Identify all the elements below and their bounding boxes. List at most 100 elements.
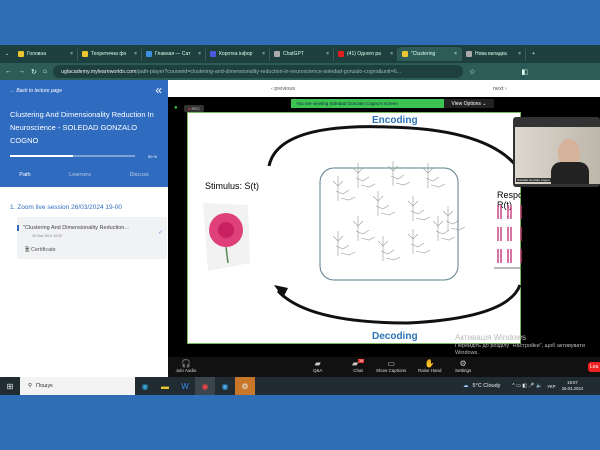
browser-tab[interactable]: Коротка інфор×: [206, 47, 270, 61]
raise-hand-button[interactable]: ✋Raise Hand: [418, 359, 442, 373]
forward-icon[interactable]: →: [18, 68, 25, 75]
tab-path[interactable]: Path: [19, 172, 31, 178]
address-bar-row: ← → ↻ ⌂ uglacademy.mylearnworlds.com/path-p…: [0, 63, 600, 80]
favicon-icon: [146, 51, 152, 57]
close-tab-icon[interactable]: ×: [70, 51, 73, 57]
weather-widget[interactable]: ☁5°C Cloudy: [463, 383, 500, 389]
view-options-button[interactable]: View Options ⌄: [444, 99, 494, 108]
time-label: time: [578, 268, 592, 275]
favicon-icon: [82, 51, 88, 57]
weather-label: 5°C Cloudy: [472, 383, 501, 389]
neuron-drawing: [442, 206, 466, 231]
encoding-label: Encoding: [372, 115, 418, 126]
watermark-text: Перейдіть до розділу "Настройки", щоб ак…: [455, 343, 585, 356]
rec-dot-icon: ●: [188, 106, 191, 111]
captions-label: Show Captions: [376, 368, 407, 373]
edge-icon[interactable]: ◉: [141, 381, 149, 391]
progress-bar: [10, 155, 135, 157]
cloud-icon: ☁: [463, 383, 469, 389]
home-icon[interactable]: ⌂: [42, 68, 48, 75]
neuron-drawing: [407, 196, 431, 221]
qa-label: Q&A: [313, 368, 323, 373]
headphones-icon: 🎧: [181, 359, 191, 368]
telegram-icon[interactable]: ◉: [221, 381, 229, 391]
captions-icon: ▭: [387, 359, 395, 368]
neuron-drawing: [332, 231, 356, 256]
spike-raster: [497, 205, 522, 263]
close-tab-icon[interactable]: ×: [326, 51, 329, 57]
zoom-app-icon[interactable]: ⚙: [235, 377, 255, 395]
word-icon[interactable]: W: [181, 381, 189, 391]
unit-date: 26 Mar 2024 19:00: [32, 234, 63, 238]
extensions-icon[interactable]: ◧: [521, 68, 529, 76]
url-path: /path-player?courseid=clustering-and-dim…: [136, 68, 402, 75]
leave-button[interactable]: Lea: [588, 362, 600, 372]
browser-tab[interactable]: Главная — Сат×: [142, 47, 206, 61]
tab-list-button[interactable]: ⌄: [4, 51, 10, 57]
close-tab-icon[interactable]: ×: [390, 51, 393, 57]
chrome-icon[interactable]: ◉: [195, 377, 215, 395]
url-host: uglacademy.mylearnworlds.com: [61, 68, 137, 75]
neuron-drawing: [387, 161, 411, 186]
neuron-drawing: [372, 191, 396, 216]
raise-hand-label: Raise Hand: [418, 368, 442, 373]
new-tab-button[interactable]: +: [532, 51, 535, 57]
back-to-lecture-link[interactable]: ← Back to lecture page: [10, 88, 62, 94]
check-icon: ✓: [157, 230, 163, 236]
close-tab-icon[interactable]: ×: [518, 51, 521, 57]
close-tab-icon[interactable]: ×: [198, 51, 201, 57]
language-indicator[interactable]: УКР: [547, 383, 556, 389]
unit-card[interactable]: "Clustering And Dimensionality Reduction…: [17, 217, 167, 259]
browser-tab[interactable]: Теоретична фо×: [78, 47, 142, 61]
url-input[interactable]: uglacademy.mylearnworlds.com/path-player…: [53, 65, 464, 78]
reload-icon[interactable]: ↻: [31, 68, 37, 76]
certificate-item[interactable]: 🗎 Certificate: [25, 246, 56, 255]
browser-tab[interactable]: ChatGPT ×: [270, 47, 334, 61]
file-explorer-icon[interactable]: ▬: [161, 381, 169, 391]
close-tab-icon[interactable]: ×: [262, 51, 265, 57]
join-audio-button[interactable]: 🎧Join Audio: [172, 359, 200, 373]
section-title[interactable]: 1. Zoom live session 26/03/2024 19-00: [10, 204, 123, 211]
next-link[interactable]: next ›: [493, 86, 507, 92]
rec-label: REC: [191, 106, 200, 111]
browser-tab[interactable]: Нова вкладка×: [462, 47, 526, 61]
unit-navigation: ‹ previous next ›: [168, 80, 600, 97]
start-icon[interactable]: ⊞: [6, 381, 14, 391]
collapse-sidebar-icon[interactable]: «: [155, 83, 162, 97]
settings-button[interactable]: ⚙Settings: [455, 359, 471, 373]
hand-icon: ✋: [424, 359, 435, 368]
neuron-drawing: [377, 236, 401, 261]
presenter-video[interactable]: Soledad Gonzalo Cogno: [513, 117, 600, 187]
unit-item[interactable]: "Clustering And Dimensionality Reduction…: [17, 225, 129, 231]
tray-icons[interactable]: ^ ▭ ◧ 🎤 🔈: [512, 383, 543, 389]
browser-tab[interactable]: Головна×: [14, 47, 78, 61]
back-icon[interactable]: ←: [5, 68, 12, 75]
taskbar-search[interactable]: ⚲Пошук: [20, 377, 135, 395]
windows-taskbar: ⊞ ⚲Пошук ◉ ▬ W ◉ ◉ ⚙ ☁5°C Cloudy ^ ▭ ◧ 🎤…: [0, 377, 600, 395]
certificate-label: Certificate: [30, 247, 56, 253]
tab-label: ChatGPT: [283, 51, 304, 57]
search-icon: ⚲: [28, 383, 33, 389]
qa-button[interactable]: ▰Q&A: [313, 359, 323, 373]
browser-tab[interactable]: "Clustering×: [398, 47, 462, 61]
browser-tab-bar: ⌄ Головна×Теоретична фо×Главная — Сат×Ко…: [0, 45, 600, 63]
chat-label: Chat: [353, 368, 363, 373]
close-tab-icon[interactable]: ×: [134, 51, 137, 57]
stimulus-label: Stimulus: S(t): [205, 181, 260, 191]
tab-discuss[interactable]: Discuss: [129, 172, 149, 178]
show-captions-button[interactable]: ▭Show Captions: [376, 359, 406, 373]
neuron-population-box: [319, 167, 459, 281]
close-tab-icon[interactable]: ×: [454, 51, 457, 57]
neuron-drawing: [332, 176, 356, 201]
favicon-icon: [338, 51, 344, 57]
certificate-icon: 🗎: [25, 247, 30, 253]
bookmark-star-icon[interactable]: ☆: [469, 68, 476, 76]
browser-tab[interactable]: (41) Одного ра×: [334, 47, 398, 61]
previous-link[interactable]: ‹ previous: [271, 86, 296, 92]
course-title: Clustering And Dimensionality Reduction …: [10, 110, 154, 145]
tab-learners[interactable]: Learners: [69, 172, 91, 178]
neuron-drawing: [432, 216, 456, 241]
